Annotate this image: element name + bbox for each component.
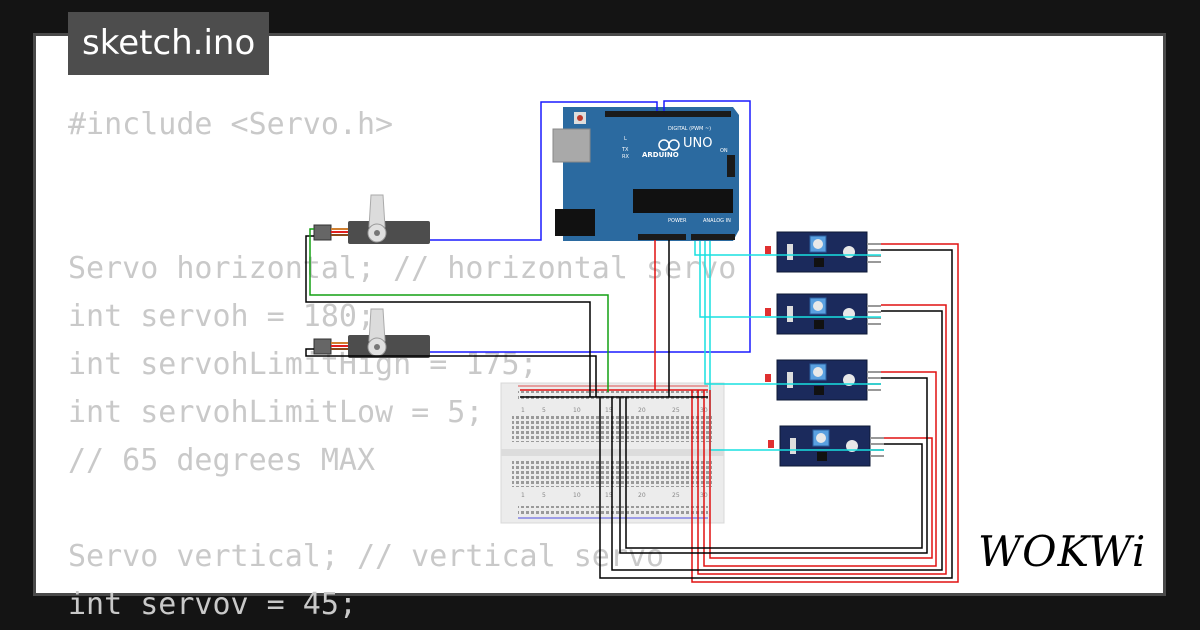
- column-number: 15: [605, 407, 613, 414]
- wire-black: [611, 310, 943, 571]
- code-line: int servov = 45;: [68, 587, 357, 622]
- power-rail: [518, 389, 708, 393]
- power-rail: [518, 511, 708, 515]
- wire-black: [619, 377, 928, 554]
- column-number: 5: [542, 407, 546, 414]
- wire-black: [305, 235, 591, 397]
- servo-horn: [368, 308, 386, 342]
- photoresistor-module[interactable]: [765, 231, 881, 273]
- column-number: 5: [542, 492, 546, 499]
- board-model: UNO: [683, 136, 712, 151]
- photoresistor-module[interactable]: [768, 425, 884, 467]
- analog-label: ANALOG IN: [703, 218, 731, 224]
- ldr-sensor: [765, 246, 771, 254]
- column-number: 1: [521, 492, 525, 499]
- wire-red: [703, 371, 937, 567]
- wire-cyan: [704, 241, 881, 385]
- servo-horn: [368, 194, 386, 228]
- board-brand: ARDUINO: [642, 151, 679, 159]
- infinity-logo-icon: [658, 139, 680, 151]
- digital-label: DIGITAL (PWM ~): [668, 126, 711, 132]
- l-led-label: L: [624, 136, 627, 142]
- photoresistor-module[interactable]: [765, 293, 881, 335]
- code-line: #include <Servo.h>: [68, 107, 394, 142]
- code-line: Servo horizontal; // horizontal servo: [68, 251, 737, 286]
- wire-red: [709, 390, 933, 559]
- wire-black: [625, 397, 923, 549]
- photoresistor-module[interactable]: [765, 359, 881, 401]
- wire-blue: [430, 101, 658, 241]
- column-number: 25: [672, 407, 680, 414]
- power-header: [638, 234, 686, 240]
- wire-black: [599, 249, 953, 579]
- wires: [305, 100, 959, 583]
- wire-cyan: [699, 241, 881, 318]
- wire-red: [697, 304, 947, 575]
- power-label: POWER: [668, 218, 687, 224]
- servo-motor-top[interactable]: [313, 194, 430, 244]
- code-line: Servo vertical; // vertical servo: [68, 539, 665, 574]
- column-number: 15: [605, 492, 613, 499]
- wire-blue: [430, 100, 751, 353]
- wire-cyan: [694, 241, 881, 256]
- wire-black: [305, 348, 597, 397]
- code-line: // 65 degrees MAX: [68, 443, 376, 478]
- rx-led-label: RX: [622, 154, 629, 160]
- wire-green: [309, 228, 609, 392]
- arduino-uno-board[interactable]: UNO ARDUINO DIGITAL (PWM ~) POWER ANALOG…: [552, 107, 739, 241]
- column-number: 1: [521, 407, 525, 414]
- column-number: 25: [672, 492, 680, 499]
- icsp-header: [727, 155, 735, 177]
- column-number: 20: [638, 407, 646, 414]
- digital-header: [605, 111, 731, 117]
- microcontroller-chip: [633, 189, 733, 213]
- file-tab[interactable]: sketch.ino: [68, 12, 270, 75]
- code-editor: #include <Servo.h> Servo horizontal; // h…: [68, 101, 736, 629]
- column-number: 10: [573, 492, 581, 499]
- wokwi-logo: WOKWi: [978, 527, 1147, 576]
- usb-port: [552, 128, 591, 163]
- power-rail: [518, 396, 708, 400]
- ldr-sensor: [765, 308, 771, 316]
- power-rail: [518, 504, 708, 508]
- servo-motor-bottom[interactable]: [313, 308, 430, 358]
- column-number: 10: [573, 407, 581, 414]
- column-number: 20: [638, 492, 646, 499]
- code-line: int servoh = 180;: [68, 299, 376, 334]
- ldr-sensor: [768, 440, 774, 448]
- power-jack: [555, 209, 595, 236]
- tx-led-label: TX: [621, 147, 629, 153]
- wire-red: [691, 243, 959, 583]
- analog-header: [691, 234, 735, 240]
- ldr-sensor: [765, 374, 771, 382]
- code-line: int servohLimitLow = 5;: [68, 395, 484, 430]
- on-led-label: ON: [720, 148, 728, 154]
